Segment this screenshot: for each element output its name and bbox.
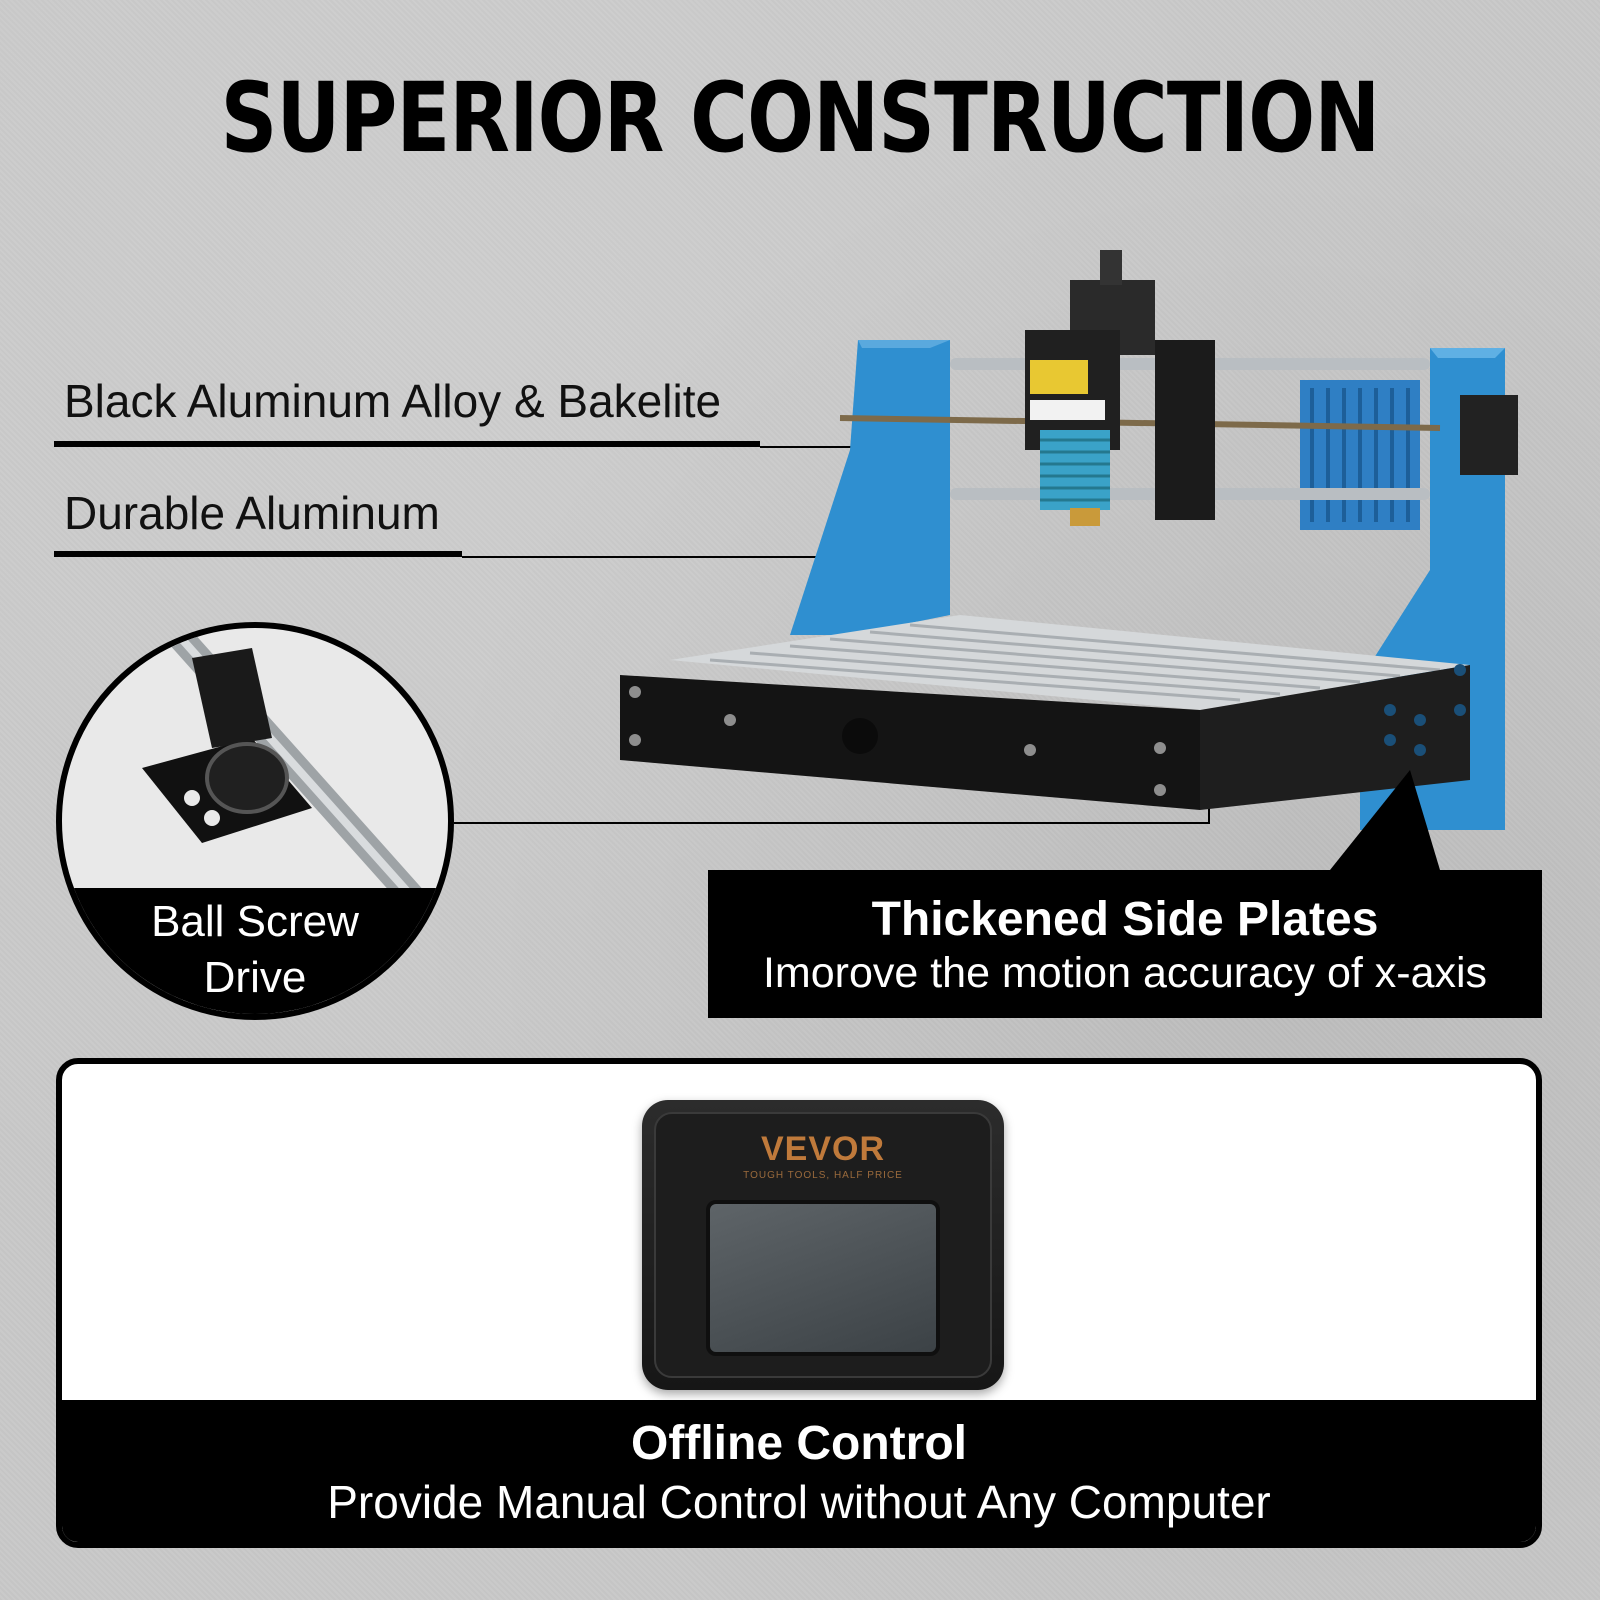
label-alloy: Black Aluminum Alloy & Bakelite <box>64 375 722 427</box>
side-plates-pointer <box>1330 770 1440 870</box>
left-side-plate <box>790 340 950 635</box>
side-plates-subtitle: Imorove the motion accuracy of x-axis <box>762 949 1488 997</box>
bearing-block <box>192 648 272 748</box>
side-plates-callout: Thickened Side Plates Imorove the motion… <box>708 870 1542 1018</box>
ball-screw-callout: Ball Screw Drive <box>56 622 454 1020</box>
side-frame <box>1200 665 1470 810</box>
side-plates-title: Thickened Side Plates <box>871 893 1379 946</box>
ball-screw-leader <box>454 822 1210 824</box>
ball-screw-illustration <box>142 628 435 921</box>
page-title: SUPERIOR CONSTRUCTION <box>220 62 1381 174</box>
offline-control-subtitle: Provide Manual Control without Any Compu… <box>327 1476 1271 1528</box>
aluminum-bed <box>670 615 1470 710</box>
controller-screen <box>706 1200 940 1356</box>
label-alloy-leader <box>760 446 878 448</box>
front-knob <box>842 718 878 754</box>
cnc-machine-illustration <box>620 250 1518 830</box>
label-aluminum-leader <box>462 556 894 558</box>
label-aluminum-underline <box>54 551 462 557</box>
front-frame <box>620 675 1200 810</box>
label-alloy-underline <box>54 441 760 447</box>
ball-screw-label-line2: Drive <box>203 953 307 1002</box>
lead-screw <box>839 415 1441 431</box>
offline-control-caption: Offline Control Provide Manual Control w… <box>62 1400 1536 1542</box>
x-stepper-motor <box>1460 395 1518 475</box>
laser-heatsink <box>1040 430 1110 510</box>
ball-screw-label: Ball Screw Drive <box>62 888 448 1014</box>
controller-brand-logo: VEVOR <box>760 1130 886 1168</box>
label-aluminum: Durable Aluminum <box>64 487 440 539</box>
ball-screw-label-line1: Ball Screw <box>151 897 359 946</box>
controller-tagline: TOUGH TOOLS, HALF PRICE <box>743 1170 903 1181</box>
carriage-plate <box>1155 340 1215 520</box>
offline-control-title: Offline Control <box>631 1417 967 1470</box>
offline-control-panel: VEVOR TOUGH TOOLS, HALF PRICE Offline Co… <box>56 1058 1542 1548</box>
offline-controller-device: VEVOR TOUGH TOOLS, HALF PRICE <box>642 1100 1004 1390</box>
